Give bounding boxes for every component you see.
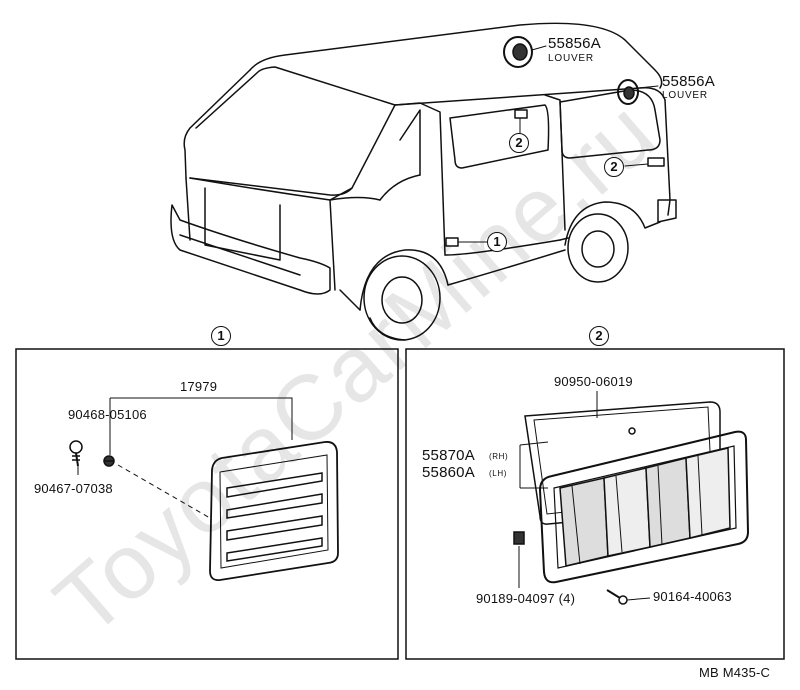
panel-one-header: 1 — [211, 326, 231, 346]
louver-side-name-label: LOUVER — [662, 90, 708, 101]
marker-two-rear: 2 — [604, 157, 624, 177]
louver-side-part-label: 55856A — [662, 73, 715, 90]
panel-one-frame — [15, 348, 399, 660]
louver-rh-side-label: (RH) — [489, 452, 509, 461]
marker-two-window: 2 — [509, 133, 529, 153]
diagram-code: MB M435-C — [699, 665, 771, 680]
louver-lh-part-label: 55860A — [422, 464, 475, 481]
bolt-part-label: 90164-40063 — [653, 589, 732, 604]
louver-lh-side-label: (LH) — [489, 469, 507, 478]
louver-rh-part-label: 55870A — [422, 447, 475, 464]
nut-part-label: 90189-04097 (4) — [476, 591, 576, 606]
louver-part-17979: 17979 — [180, 379, 218, 394]
panel-two-header: 2 — [589, 326, 609, 346]
screw-part-label: 90467-07038 — [34, 481, 113, 496]
louver-top-name-label: LOUVER — [548, 53, 594, 64]
seal-part-label: 90950-06019 — [554, 374, 633, 389]
marker-one-door: 1 — [487, 232, 507, 252]
clip-part-label: 90468-05106 — [68, 407, 147, 422]
louver-top-part-label: 55856A — [548, 35, 601, 52]
panel-two-frame — [405, 348, 785, 660]
